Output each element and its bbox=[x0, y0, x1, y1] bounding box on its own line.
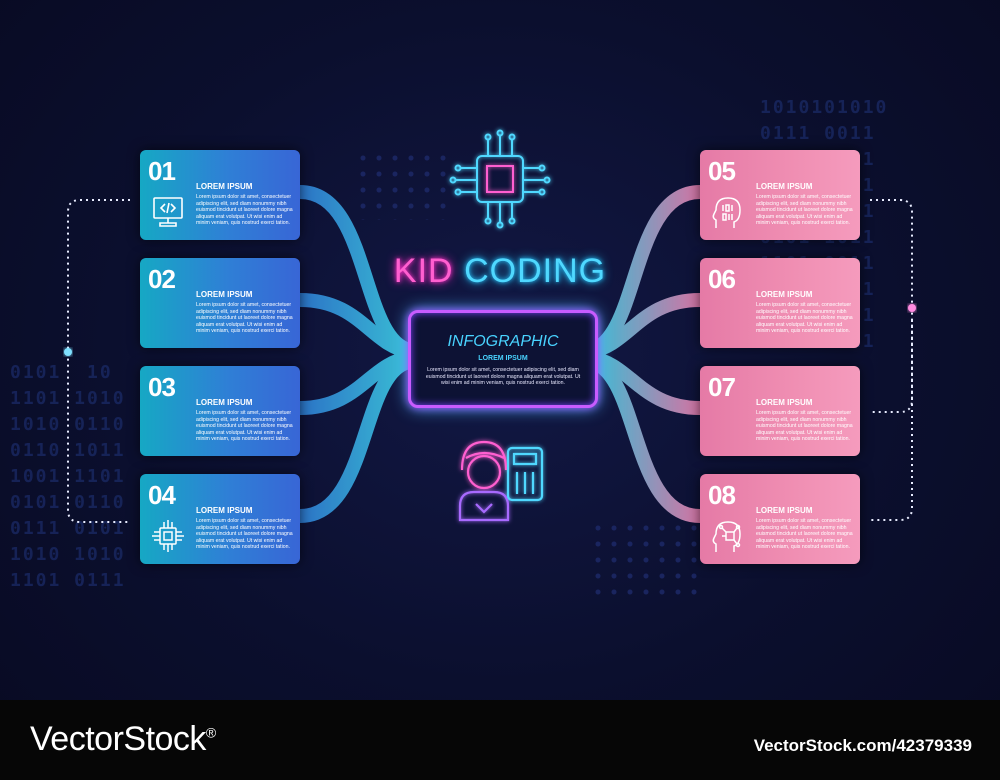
dot-grid-top bbox=[355, 150, 455, 220]
cpu-chip-neon-icon bbox=[449, 129, 551, 229]
step-body: Lorem ipsum dolor sit amet, consectetuer… bbox=[756, 302, 853, 335]
step-title: LOREM IPSUM bbox=[196, 506, 253, 515]
step-number: 03 bbox=[148, 372, 176, 402]
glow-dot-right bbox=[908, 304, 916, 312]
step-title: LOREM IPSUM bbox=[196, 398, 253, 407]
step-card-05: 05 LOREM IPSUM Lorem ipsum dolor sit ame… bbox=[700, 150, 860, 240]
step-card-08: 08 LOREM IPSUM Lorem ipsum dolor sit ame… bbox=[700, 474, 860, 564]
cpu-chip-icon bbox=[152, 520, 184, 552]
step-number: 05 bbox=[708, 156, 736, 186]
binary-pattern-left: 0101 10 1101 1010 1010 0110 0110 1011 10… bbox=[10, 362, 126, 591]
step-card-02: 02 LOREM IPSUM Lorem ipsum dolor sit ame… bbox=[140, 258, 300, 348]
center-heading: INFOGRAPHIC bbox=[447, 333, 559, 350]
step-card-01: 01 LOREM IPSUM Lorem ipsum dolor sit ame… bbox=[140, 150, 300, 240]
kid-with-calculator-icon bbox=[458, 440, 544, 522]
title-kid: KID bbox=[393, 252, 454, 290]
step-number: 06 bbox=[708, 264, 736, 294]
connector-02 bbox=[293, 293, 417, 359]
step-number: 02 bbox=[148, 264, 176, 294]
step-title: LOREM IPSUM bbox=[756, 506, 813, 515]
title-coding: CODING bbox=[464, 252, 607, 290]
step-body: Lorem ipsum dolor sit amet, consectetuer… bbox=[756, 518, 853, 551]
image-id: VectorStock.com/42379339 bbox=[753, 736, 972, 755]
step-number: 01 bbox=[148, 156, 176, 186]
watermark-footer: VectorStock® VectorStock.com/42379339 bbox=[0, 700, 1000, 780]
center-body: Lorem ipsum dolor sit amet, consectetuer… bbox=[425, 367, 581, 387]
connector-08 bbox=[583, 355, 707, 523]
step-title: LOREM IPSUM bbox=[756, 290, 813, 299]
center-infobox: INFOGRAPHIC LOREM IPSUM Lorem ipsum dolo… bbox=[408, 310, 598, 408]
step-title: LOREM IPSUM bbox=[756, 182, 813, 191]
head-binary-icon bbox=[712, 197, 741, 228]
glow-dot-left bbox=[64, 348, 72, 356]
step-card-03: 03 LOREM IPSUM Lorem ipsum dolor sit ame… bbox=[140, 366, 300, 456]
infographic-title: KID CODING bbox=[0, 252, 1000, 291]
dotted-line-right-lower bbox=[870, 320, 913, 521]
step-number: 07 bbox=[708, 372, 736, 402]
step-body: Lorem ipsum dolor sit amet, consectetuer… bbox=[196, 194, 293, 227]
registered-mark: ® bbox=[205, 724, 216, 741]
vectorstock-logo: VectorStock® bbox=[30, 720, 216, 759]
connector-lines bbox=[64, 129, 916, 523]
connector-04 bbox=[293, 355, 417, 523]
step-card-04: 04 LOREM IPSUM Lorem ipsum dolor sit ame… bbox=[140, 474, 300, 564]
step-card-07: 07 LOREM IPSUM Lorem ipsum dolor sit ame… bbox=[700, 366, 860, 456]
step-body: Lorem ipsum dolor sit amet, consectetuer… bbox=[196, 518, 293, 551]
step-body: Lorem ipsum dolor sit amet, consectetuer… bbox=[196, 410, 293, 443]
head-circuit-icon bbox=[712, 521, 741, 552]
step-number: 04 bbox=[148, 480, 176, 510]
dotted-line-left bbox=[67, 199, 130, 523]
brand-name: VectorStock bbox=[30, 720, 206, 758]
step-body: Lorem ipsum dolor sit amet, consectetuer… bbox=[756, 410, 853, 443]
center-subheading: LOREM IPSUM bbox=[478, 355, 528, 362]
step-card-06: 06 LOREM IPSUM Lorem ipsum dolor sit ame… bbox=[700, 258, 860, 348]
step-body: Lorem ipsum dolor sit amet, consectetuer… bbox=[196, 302, 293, 335]
dot-grid-bottom bbox=[590, 520, 700, 600]
step-body: Lorem ipsum dolor sit amet, consectetuer… bbox=[756, 194, 853, 227]
step-title: LOREM IPSUM bbox=[196, 290, 253, 299]
dotted-line-right bbox=[870, 199, 913, 413]
step-title: LOREM IPSUM bbox=[196, 182, 253, 191]
connector-06 bbox=[583, 293, 707, 359]
step-number: 08 bbox=[708, 480, 736, 510]
computer-code-icon bbox=[153, 197, 183, 227]
step-title: LOREM IPSUM bbox=[756, 398, 813, 407]
